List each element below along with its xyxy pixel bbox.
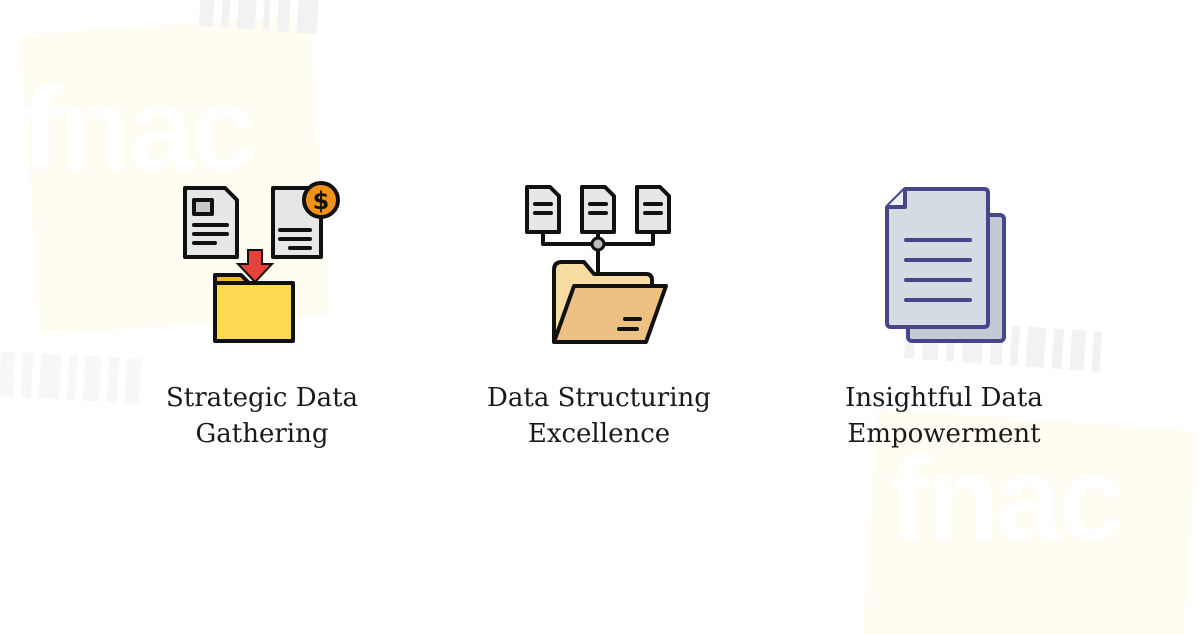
label-line-2: Gathering (195, 419, 329, 449)
item-label-empowerment: Insightful Data Empowerment (794, 380, 1094, 452)
folder-structure-icon (525, 185, 671, 344)
item-label-structuring: Data Structuring Excellence (449, 380, 749, 452)
svg-text:$: $ (313, 187, 330, 215)
label-line-1: Data Structuring (487, 383, 711, 413)
watermark-logo-bottom-right: fnac (890, 432, 1125, 566)
documents-icon (885, 187, 1006, 343)
data-gathering-icon: $ (183, 181, 340, 343)
label-line-1: Insightful Data (845, 383, 1043, 413)
label-line-1: Strategic Data (165, 383, 359, 413)
label-line-2: Excellence (527, 419, 671, 449)
label-line-2: Empowerment (847, 419, 1041, 449)
watermark-logo-top-left: fnac (22, 62, 257, 196)
item-label-gathering: Strategic Data Gathering (112, 380, 412, 452)
